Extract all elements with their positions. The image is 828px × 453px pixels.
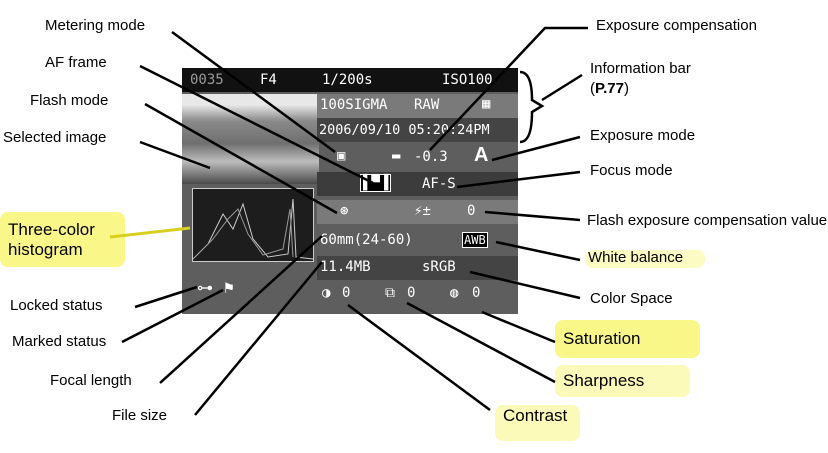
label-white-balance: White balance bbox=[588, 249, 684, 266]
sharpness-value: 0 bbox=[407, 285, 416, 301]
label-histogram-line2: histogram bbox=[8, 240, 83, 259]
folder-name: 100SIGMA bbox=[320, 97, 388, 113]
label-exposure-mode: Exposure mode bbox=[590, 127, 696, 144]
frame-number: 0035 bbox=[190, 72, 224, 88]
shutter-speed: 1/200s bbox=[322, 72, 373, 88]
sharpness-icon: ⧉ bbox=[385, 285, 395, 301]
label-color-space: Color Space bbox=[590, 290, 673, 307]
label-page-ref: (P.77) bbox=[590, 80, 629, 97]
label-metering-mode: Metering mode bbox=[45, 17, 146, 34]
white-balance: AWB bbox=[462, 232, 488, 248]
label-flash-mode: Flash mode bbox=[30, 92, 109, 109]
histogram-curves bbox=[192, 198, 314, 260]
camera-screen: 0035 F4 1/200s ISO100 100SIGMA RAW ▦ 200… bbox=[182, 68, 518, 314]
grid-icon: ▦ bbox=[482, 96, 491, 112]
label-locked-status: Locked status bbox=[10, 297, 103, 314]
highlight-histogram bbox=[0, 212, 125, 267]
highlight-contrast bbox=[495, 405, 580, 441]
saturation-value: 0 bbox=[472, 285, 481, 301]
label-flash-comp: Flash exposure compensation value bbox=[587, 212, 828, 229]
label-focus-mode: Focus mode bbox=[590, 162, 673, 179]
exposure-comp-icon: ▬ bbox=[392, 148, 401, 164]
highlight-saturation bbox=[555, 320, 700, 358]
contrast-icon: ◑ bbox=[322, 285, 331, 301]
paren-open: ( bbox=[590, 80, 595, 97]
color-space: sRGB bbox=[422, 259, 456, 275]
af-frame-icon: ▌▀▐ bbox=[360, 174, 392, 192]
focal-length: 60mm(24-60) bbox=[320, 232, 413, 248]
contrast-value: 0 bbox=[342, 285, 351, 301]
page-ref: P.77 bbox=[595, 80, 624, 97]
label-sharpness: Sharpness bbox=[563, 371, 645, 390]
mark-flag-icon: ⚑ bbox=[224, 278, 234, 297]
flash-mode-icon: ⊛ bbox=[340, 203, 349, 219]
aperture: F4 bbox=[260, 72, 277, 88]
highlight-sharpness bbox=[555, 365, 690, 397]
highlight-white-balance bbox=[585, 250, 705, 268]
date-time: 2006/09/10 05:20:24PM bbox=[319, 122, 490, 138]
flash-comp-value: 0 bbox=[467, 203, 476, 219]
metering-mode-icon: ▣ bbox=[337, 148, 346, 164]
focus-mode: AF-S bbox=[422, 176, 456, 192]
three-color-histogram bbox=[192, 188, 314, 262]
quality: RAW bbox=[414, 97, 440, 113]
saturation-icon: ◍ bbox=[450, 285, 459, 301]
label-information-bar: Information bar bbox=[590, 60, 691, 77]
label-saturation: Saturation bbox=[563, 329, 641, 348]
label-contrast: Contrast bbox=[503, 406, 568, 425]
file-size: 11.4MB bbox=[320, 259, 371, 275]
exposure-mode: A bbox=[474, 144, 489, 166]
label-marked-status: Marked status bbox=[12, 333, 107, 350]
label-file-size: File size bbox=[112, 407, 168, 424]
paren-close: ) bbox=[623, 80, 629, 97]
iso: ISO100 bbox=[442, 72, 493, 88]
flash-comp-icon: ⚡± bbox=[414, 203, 431, 219]
lock-key-icon: ⊶ bbox=[197, 278, 213, 297]
label-focal-length: Focal length bbox=[50, 372, 132, 389]
label-histogram-line1: Three-color bbox=[8, 220, 95, 239]
label-exposure-comp: Exposure compensation bbox=[596, 17, 757, 34]
label-af-frame: AF frame bbox=[45, 54, 107, 71]
label-selected-image: Selected image bbox=[3, 129, 107, 146]
exposure-comp-value: -0.3 bbox=[414, 149, 448, 165]
